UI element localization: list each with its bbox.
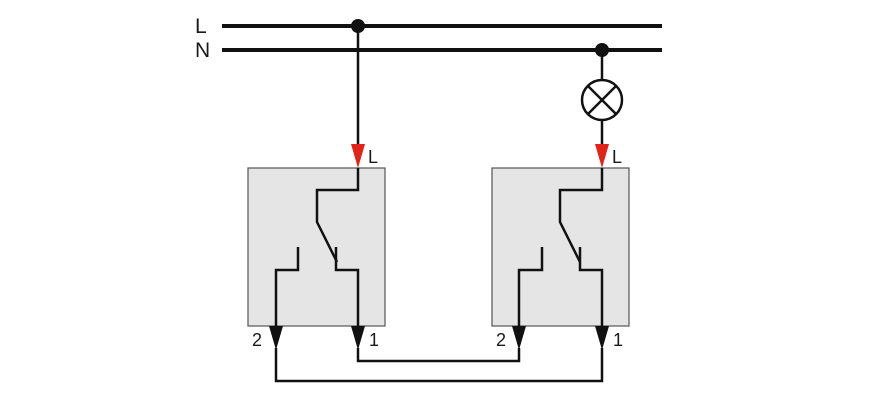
switch-left-terminal-1-arrow bbox=[351, 326, 365, 350]
switch-left-terminal-1-label: 1 bbox=[369, 330, 379, 350]
switch-right-terminal-2-arrow bbox=[512, 326, 526, 350]
label-line-L: L bbox=[195, 15, 207, 38]
switch-right-terminal-2-label: 2 bbox=[496, 330, 506, 350]
switch-left-terminal-2-arrow bbox=[269, 326, 283, 350]
label-line-N: N bbox=[195, 39, 210, 62]
switch-right: L 2 1 bbox=[491, 147, 630, 350]
switch-right-input-label: L bbox=[612, 147, 622, 167]
traveler-wire-2-to-1 bbox=[274, 348, 604, 383]
switch-right-terminal-1-label: 1 bbox=[613, 330, 623, 350]
traveler-wire-1-to-2 bbox=[356, 348, 521, 363]
switch-left-terminal-2-label: 2 bbox=[252, 330, 262, 350]
supply-lines: L N bbox=[195, 15, 662, 62]
lamp-icon bbox=[580, 78, 624, 122]
switch-left: L 2 1 bbox=[247, 147, 386, 350]
traveler-wires bbox=[274, 348, 604, 383]
switch-left-input-label: L bbox=[368, 147, 378, 167]
input-arrow-right bbox=[595, 144, 609, 168]
switch-right-mechanism bbox=[517, 168, 604, 330]
switch-left-mechanism bbox=[274, 168, 360, 330]
switch-right-terminal-1-arrow bbox=[595, 326, 609, 350]
input-arrow-left bbox=[351, 144, 365, 168]
